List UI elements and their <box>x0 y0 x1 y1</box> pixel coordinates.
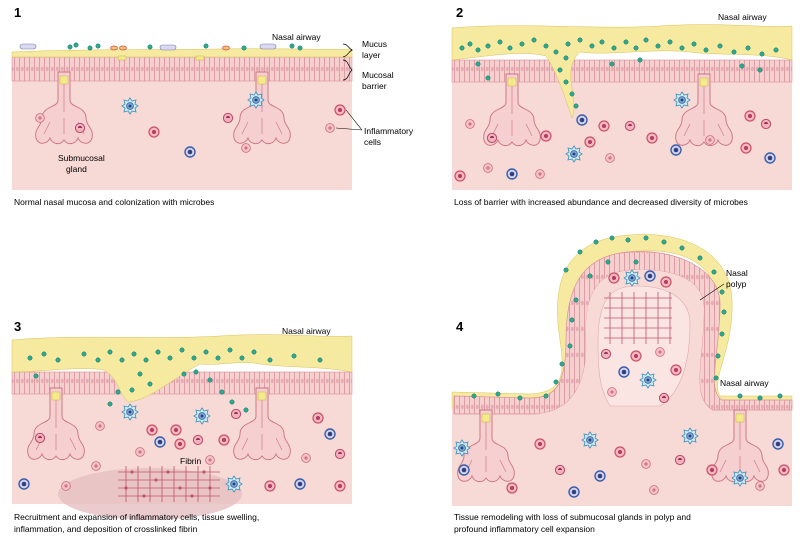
panel-number: 3 <box>14 319 21 334</box>
label-inflammatory: Inflammatory <box>364 126 414 136</box>
caption-line-1: Recruitment and expansion of inflammator… <box>14 512 259 522</box>
label-mucus: Mucus <box>362 39 387 49</box>
panel-1: 1 Nasal airway Mucus layer <box>11 5 414 207</box>
caption: Normal nasal mucosa and colonization wit… <box>14 197 214 207</box>
label-nasal-airway: Nasal airway <box>718 12 767 22</box>
microbes <box>19 42 303 51</box>
caption-line-1: Tissue remodeling with loss of submucosa… <box>454 512 691 522</box>
label-nasal-airway: Nasal airway <box>272 32 321 42</box>
panel-number: 1 <box>14 5 21 20</box>
label-nasal: Nasal <box>726 268 748 278</box>
label-gland: gland <box>66 164 87 174</box>
mucus-layer <box>11 334 353 403</box>
caption: Loss of barrier with increased abundance… <box>454 197 748 207</box>
panel-4: 4 <box>451 234 793 534</box>
mucus-bracket <box>342 43 353 58</box>
panel-number: 2 <box>456 5 463 20</box>
epithelium <box>451 59 793 83</box>
label-submucosal: Submucosal <box>58 153 105 163</box>
panel-2: 2 Nasal air <box>451 5 793 207</box>
label-nasal-airway: Nasal airway <box>282 326 331 336</box>
label-barrier: barrier <box>362 81 387 91</box>
panel-3: 3 <box>11 319 353 534</box>
label-mucosal: Mucosal <box>362 70 394 80</box>
label-cells: cells <box>364 137 381 147</box>
barrier-bracket <box>342 59 353 81</box>
caption-line-2: profound inflammatory cell expansion <box>454 524 595 534</box>
label-fibrin: Fibrin <box>180 456 202 466</box>
mucus-layer <box>11 48 353 58</box>
panel-number: 4 <box>456 319 464 334</box>
fibrin-mesh <box>118 466 220 502</box>
label-nasal-airway: Nasal airway <box>720 378 769 388</box>
fibrin-mesh <box>604 292 672 344</box>
label-polyp: polyp <box>726 279 747 289</box>
label-mucus-layer: layer <box>362 50 381 60</box>
caption-line-2: inflammation, and deposition of crosslin… <box>14 524 198 534</box>
